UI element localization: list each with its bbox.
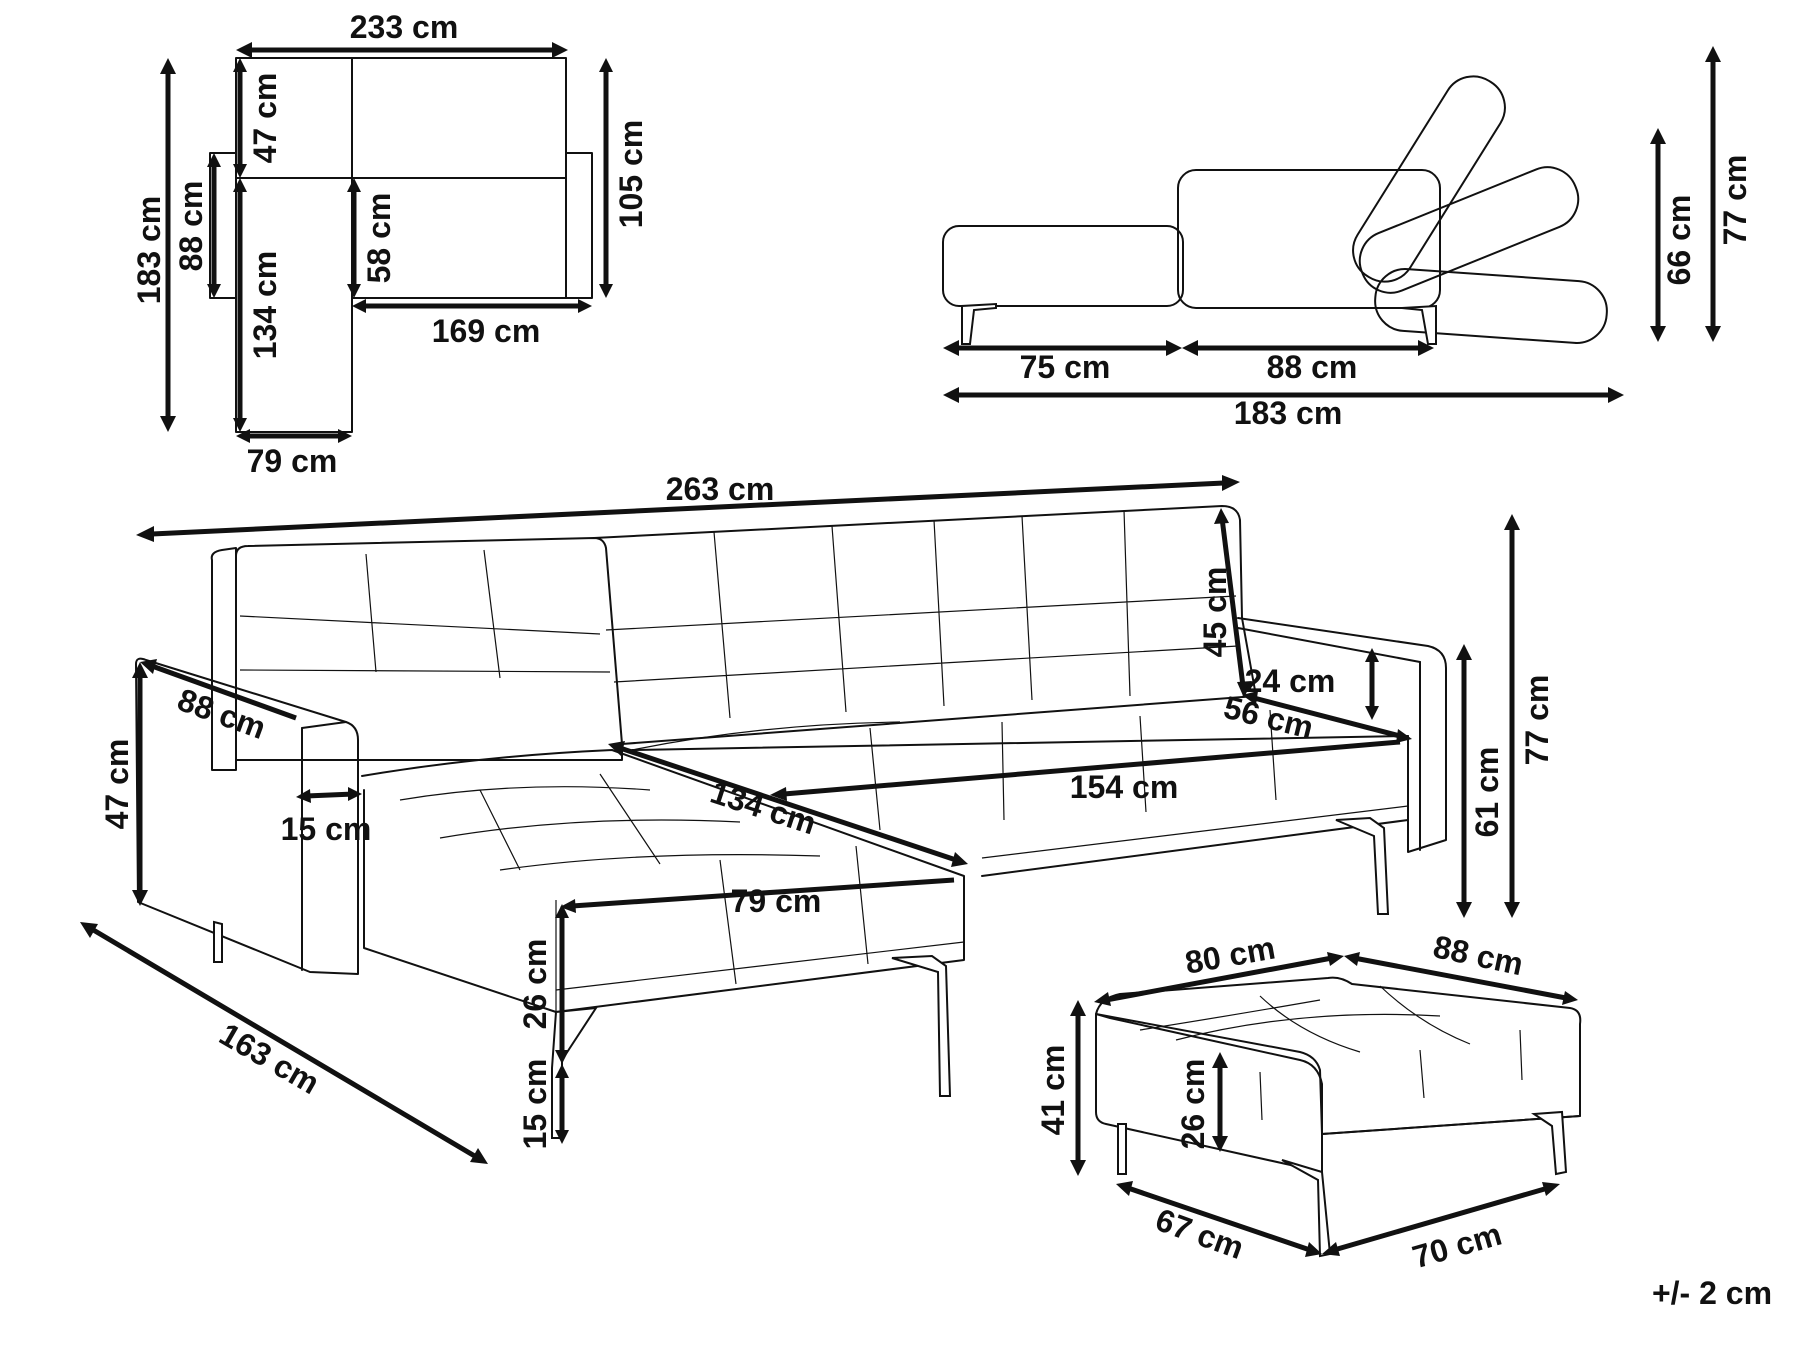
ottoman-labels: 80 cm 88 cm 41 cm 26 cm 67 cm 70 cm	[1035, 928, 1526, 1275]
label-26-ottoman: 26 cm	[1175, 1059, 1211, 1150]
label-79-chaise: 79 cm	[731, 883, 822, 919]
top-view-labels: 233 cm 183 cm 47 cm 88 cm 134 cm 58 cm 1…	[131, 9, 649, 479]
label-77-main: 77 cm	[1519, 675, 1555, 766]
label-15-arm: 15 cm	[281, 811, 372, 847]
label-169: 169 cm	[432, 313, 541, 349]
side-view-dimension-lines	[943, 46, 1721, 403]
side-view-profile	[942, 75, 1608, 345]
ottoman-drawing	[1095, 976, 1582, 1258]
label-154: 154 cm	[1070, 769, 1179, 805]
label-88-plan: 88 cm	[173, 181, 209, 272]
label-183-side: 183 cm	[1234, 395, 1343, 431]
sofa-labels: 263 cm 45 cm 24 cm 56 cm 154 cm 61 cm 77…	[99, 471, 1555, 1149]
label-134-plan: 134 cm	[247, 251, 283, 360]
label-105: 105 cm	[613, 120, 649, 229]
tolerance-note: +/- 2 cm	[1652, 1275, 1772, 1311]
label-58: 58 cm	[361, 193, 397, 284]
label-45: 45 cm	[1197, 567, 1233, 658]
label-47-arm: 47 cm	[99, 739, 135, 830]
top-view-dimension-lines	[160, 42, 613, 443]
label-263: 263 cm	[666, 471, 775, 507]
label-24: 24 cm	[1245, 663, 1336, 699]
label-61: 61 cm	[1469, 747, 1505, 838]
label-77-side: 77 cm	[1717, 155, 1753, 246]
label-134-chaise: 134 cm	[706, 774, 820, 842]
label-26-seat: 26 cm	[517, 939, 553, 1030]
label-75: 75 cm	[1020, 349, 1111, 385]
ottoman-dimension-lines	[1070, 952, 1578, 1257]
label-15-leg: 15 cm	[517, 1059, 553, 1150]
side-view-labels: 75 cm 88 cm 183 cm 66 cm 77 cm	[1020, 155, 1753, 431]
label-183: 183 cm	[131, 196, 167, 305]
label-66: 66 cm	[1661, 195, 1697, 286]
label-88-side: 88 cm	[1267, 349, 1358, 385]
top-view-plan	[209, 57, 593, 433]
label-79-plan: 79 cm	[247, 443, 338, 479]
label-41: 41 cm	[1035, 1045, 1071, 1136]
label-47: 47 cm	[247, 73, 283, 164]
label-233: 233 cm	[350, 9, 459, 45]
sofa-dimension-lines	[80, 475, 1520, 1164]
